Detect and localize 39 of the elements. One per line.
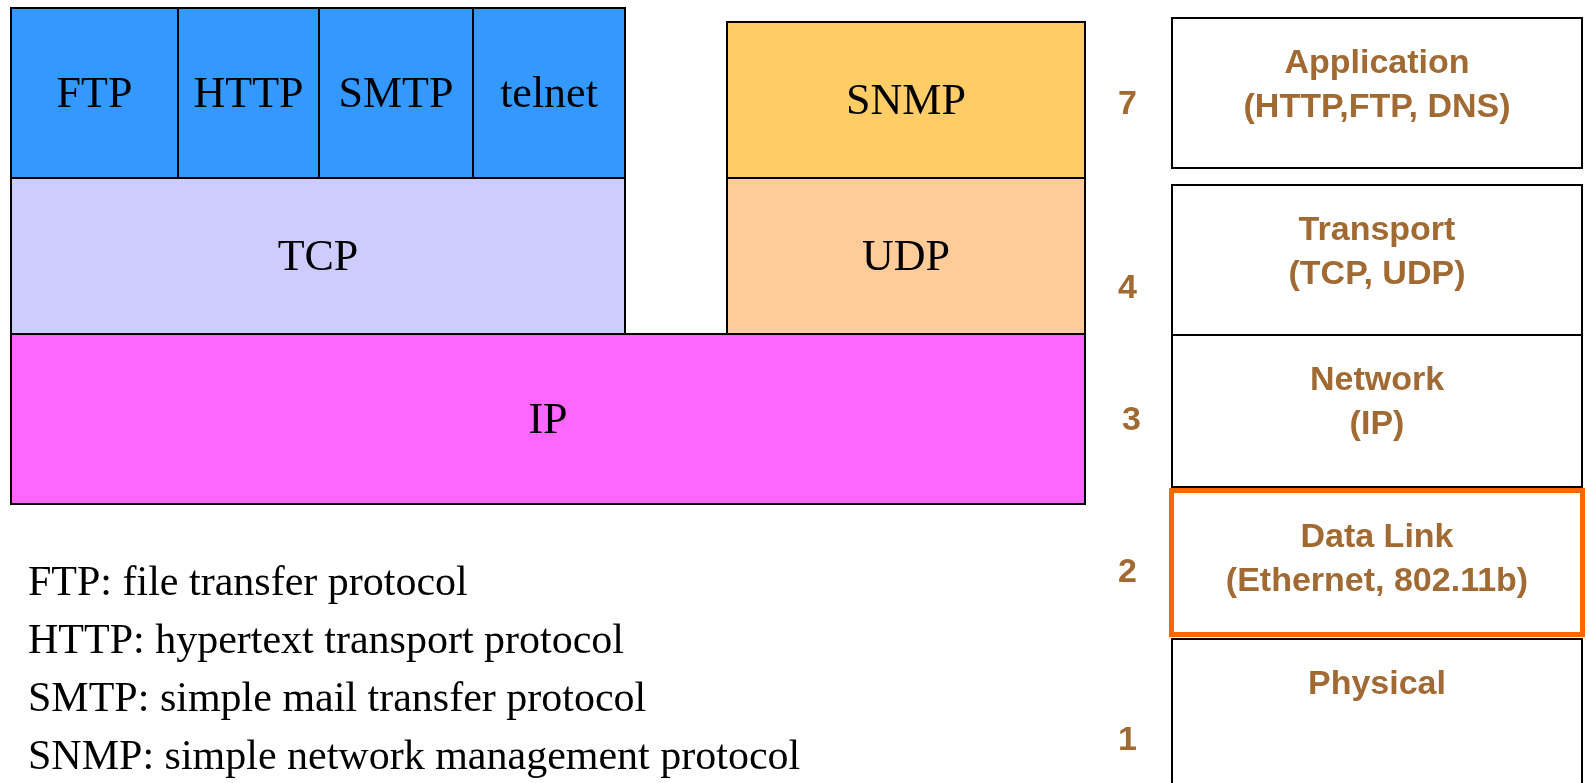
protocol-box [10,7,179,179]
layer-number: 7 [1118,85,1137,119]
protocol-name: FTP [56,71,133,115]
protocol-box [318,7,474,179]
protocol-box [726,177,1086,335]
layer-name: Transport [1298,208,1456,249]
abbreviation-note: FTP: file transfer protocol [28,560,468,602]
osi-layer-box [1171,638,1583,783]
protocol-box [472,7,626,179]
layer-number: 4 [1118,269,1137,303]
protocol-name: TCP [277,234,359,278]
abbreviation-note: SMTP: simple mail transfer protocol [28,676,647,718]
layer-number: 1 [1118,721,1137,755]
osi-layer-box [1169,488,1585,637]
layer-name: Network [1309,358,1445,399]
layer-name: Application [1284,41,1470,82]
layer-name: Data Link [1300,515,1454,556]
protocol-name: HTTP [193,71,304,115]
layer-name: Physical [1308,662,1446,703]
layer-protocols: (HTTP,FTP, DNS) [1243,85,1511,127]
abbreviation-note: HTTP: hypertext transport protocol [28,618,625,660]
osi-layer-box [1171,17,1583,169]
protocol-box [10,333,1086,505]
layer-protocols: (Ethernet, 802.11b) [1225,559,1529,601]
layer-number: 3 [1122,401,1141,435]
osi-layer-box [1171,334,1583,488]
protocol-name: telnet [500,71,598,115]
layer-protocols: (TCP, UDP) [1288,252,1466,294]
protocol-name: IP [528,397,568,441]
layer-number: 2 [1118,553,1137,587]
osi-layer-box [1171,184,1583,337]
abbreviation-note: SNMP: simple network management protocol [28,734,801,776]
protocol-name: UDP [862,234,950,278]
protocol-box [726,21,1086,179]
protocol-box [10,177,626,335]
protocol-name: SNMP [846,78,966,122]
protocol-name: SMTP [338,71,454,115]
layer-protocols: (IP) [1349,402,1405,444]
protocol-box [177,7,320,179]
